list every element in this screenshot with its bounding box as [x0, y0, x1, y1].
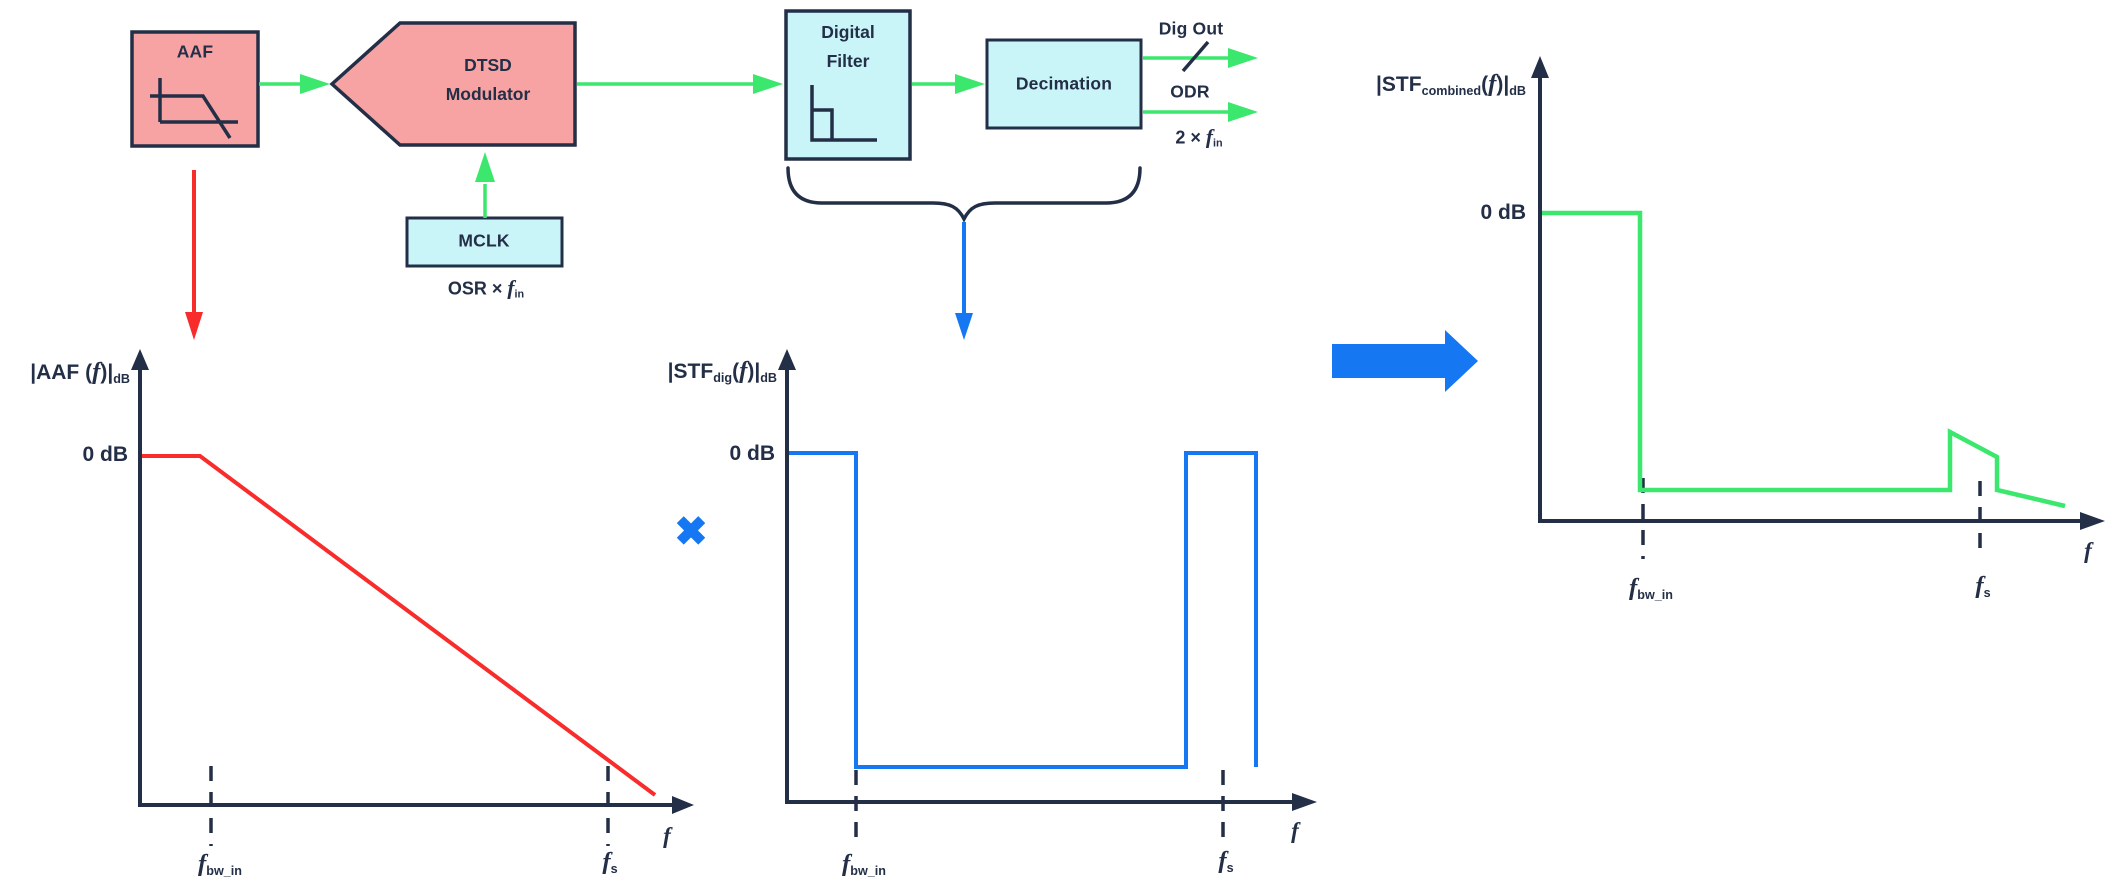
plot-combined-fbw-f: f [1629, 574, 1638, 601]
odr-rate-f: f [1205, 124, 1213, 149]
plot-combined-ylabel-sub1: combined [1421, 83, 1482, 98]
plot-stfdig-ylabel-sub2: dB [760, 370, 777, 385]
plot-combined-ylabel-pre: |STF [1376, 73, 1422, 96]
plot-stfdig-ylabel-f: f [739, 357, 748, 384]
big-right-arrow [1332, 330, 1478, 392]
plot-combined-fs-label: fs [1975, 572, 1990, 600]
plot-stfdig-x-arrowhead [1292, 793, 1317, 811]
dtsd-line1: DTSD [464, 55, 512, 75]
dtsd-line2: Modulator [445, 84, 531, 104]
arrowhead-dtsd-to-filter [753, 74, 783, 94]
plot-combined-zero-db-label: 0 dB [1480, 201, 1526, 224]
plot-aaf-zero-db-label: 0 dB [82, 443, 128, 466]
plot-combined-ylabel-f: f [1488, 70, 1497, 97]
mclk-block-label: MCLK [458, 230, 510, 251]
plot-aaf-x-label: f [663, 823, 671, 848]
plot-aaf-fbw-label: fbw_in [198, 850, 242, 878]
plot-combined-x-label: f [2084, 538, 2092, 563]
lowpass-filter-icon [150, 78, 238, 139]
plot-aaf-y-arrowhead [131, 349, 149, 370]
plot-stfdig-zero-db-label: 0 dB [729, 442, 775, 465]
mclk-rate-sub: in [514, 288, 525, 301]
plot-aaf-ylabel-sub: dB [113, 371, 130, 386]
plot-aaf-fs-sub: s [610, 861, 618, 876]
odr-rate-label: 2 × fin [1175, 124, 1222, 149]
signal-arrows [259, 48, 1258, 218]
dtsd-modulator-block [329, 21, 577, 147]
plot-stfdig-ylabel-pre: |STF [667, 360, 714, 383]
plot-stfdig-fbw-sub: bw_in [850, 863, 886, 878]
plot-aaf-axes [131, 349, 694, 846]
mclk-rate-pre: OSR × [447, 278, 508, 299]
plot-aaf-ylabel-post: )| [100, 361, 114, 384]
plot-aaf-ylabel-pre: |AAF ( [30, 361, 93, 384]
mclk-rate-label: OSR × fin [448, 275, 524, 300]
plot-combined-fbw-label: fbw_in [1629, 574, 1673, 602]
plot-combined-ylabel-mid: ( [1481, 73, 1489, 96]
multiply-icon: ✖ [674, 510, 708, 554]
stf-combined-response-curve [1542, 210, 2066, 509]
curly-brace [786, 166, 1142, 223]
plot-stfdig-ylabel-sub1: dig [713, 370, 733, 385]
plot-stfdig-fs-f: f [1218, 847, 1227, 874]
plot-aaf-x-arrowhead [672, 796, 694, 814]
arrowhead-mclk-to-dtsd [475, 152, 495, 182]
digital-filter-line1: Digital [821, 22, 875, 42]
odr-rate-pre: 2 × [1175, 127, 1206, 148]
digital-filter-block [784, 9, 912, 161]
brickwall-filter-icon [810, 85, 877, 142]
odr-label: ODR [1170, 81, 1210, 102]
decimation-block-label: Decimation [1015, 73, 1113, 94]
decimation-block [985, 38, 1143, 130]
aaf-block-label: AAF [176, 41, 214, 62]
plot-aaf-ylabel-f: f [92, 358, 101, 385]
plot-combined-y-label: |STFcombined(f)|dB [1376, 70, 1526, 98]
digital-filter-line2: Filter [826, 51, 870, 71]
odr-rate-sub: in [1213, 137, 1223, 150]
plot-aaf-fs-f: f [602, 848, 611, 875]
plot-combined-fbw-sub: bw_in [1637, 587, 1673, 602]
plot-combined-ylabel-post: )| [1496, 73, 1510, 96]
plot-combined-y-arrowhead [1531, 56, 1549, 78]
aaf-response-curve [142, 454, 657, 797]
stf-dig-response-curve [789, 451, 1258, 769]
plot-aaf-fbw-f: f [198, 850, 207, 877]
red-down-arrowhead [185, 312, 203, 340]
blue-down-arrowhead [955, 313, 973, 340]
plot-stfdig-ylabel-post: )| [747, 360, 761, 383]
mclk-block [405, 216, 564, 268]
plot-aaf-fbw-sub: bw_in [206, 863, 242, 878]
plot-combined-axes [1531, 56, 2105, 559]
arrowhead-odr [1228, 102, 1258, 122]
plot-combined-ylabel-sub2: dB [1509, 83, 1526, 98]
plot-combined-fs-sub: s [1983, 585, 1991, 600]
dtsd-modulator-block-label: DTSD Modulator [446, 51, 531, 109]
plot-stfdig-fs-label: fs [1218, 847, 1233, 875]
plot-stfdig-ylabel-mid: ( [732, 360, 740, 383]
mclk-rate-f: f [507, 275, 515, 300]
plot-stfdig-fbw-label: fbw_in [842, 850, 886, 878]
plot-stfdig-fs-sub: s [1226, 860, 1234, 875]
aaf-block [130, 30, 260, 148]
plot-combined-x-arrowhead [2080, 512, 2105, 530]
plot-combined-fs-f: f [1975, 572, 1984, 599]
plot-aaf-y-label: |AAF (f)|dB [30, 358, 130, 386]
arrowhead-dig-out [1228, 48, 1258, 68]
plot-stfdig-x-label: f [1291, 818, 1299, 843]
plot-stfdig-y-label: |STFdig(f)|dB [668, 357, 777, 385]
plot-aaf-fs-label: fs [602, 848, 617, 876]
arrowhead-filter-to-decimation [955, 74, 985, 94]
arrowhead-aaf-to-dtsd [300, 74, 330, 94]
bus-slash-icon [1181, 40, 1210, 73]
plot-stfdig-fbw-f: f [842, 850, 851, 877]
dig-out-label: Dig Out [1158, 18, 1224, 39]
plot-stfdig-axes [778, 349, 1317, 846]
plot-stfdig-y-arrowhead [778, 349, 796, 370]
